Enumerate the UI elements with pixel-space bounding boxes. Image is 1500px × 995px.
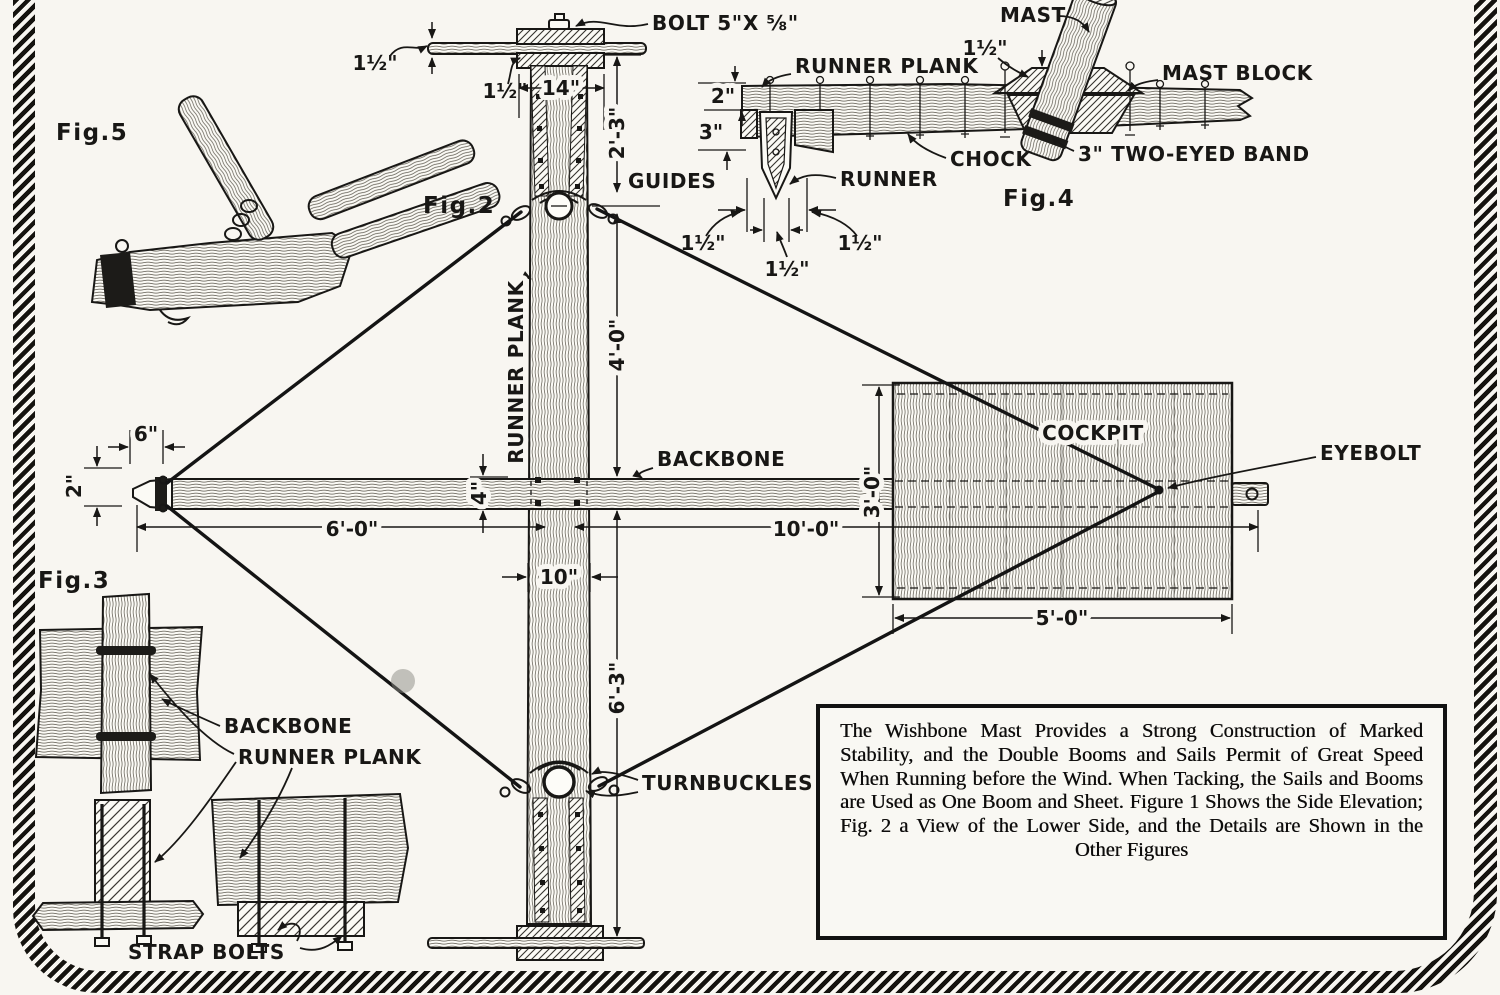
fig2-eyebolt-label: EYEBOLT (1320, 441, 1421, 465)
fig2-plan-view: BOLT 5"X ⅝" 1½" 1½" 14" 2'-3" GUIDES Fig… (62, 11, 1421, 961)
fig5-chain-links (224, 199, 258, 241)
fig2-turnbuckles-label: TURNBUCKLES (642, 771, 813, 795)
fig2-dim-2-3: 2'-3" (605, 107, 629, 160)
fig2-dim-5-0: 5'-0" (1036, 606, 1089, 630)
fig4-block-bolts (1000, 61, 1135, 138)
fig4-dim-half-mid: 1½" (764, 257, 809, 281)
fig4-dimensions (698, 66, 858, 258)
fig3-plank-strip (99, 592, 153, 795)
fig2-guides-label: GUIDES (628, 169, 716, 193)
fig2-nose-band (155, 477, 167, 511)
scan-smudge (391, 669, 415, 693)
fig5-boom-upper (307, 139, 476, 221)
fig4-mast-block-label: MAST BLOCK (1162, 61, 1314, 85)
fig3-label: Fig.3 (38, 568, 110, 594)
fig2-cockpit-seams (949, 385, 1175, 597)
fig3-wood-piece-right (210, 792, 410, 907)
fig3-thin-board (31, 899, 205, 932)
fig3-backbone-label: BACKBONE (224, 714, 352, 738)
fig2-dim-2: 2" (62, 474, 86, 498)
fig2-dim-4: 4" (467, 481, 491, 505)
fig2-cockpit-label: COCKPIT (1042, 421, 1144, 445)
fig5-hook (159, 309, 191, 326)
fig2-bolt-label: BOLT 5"X ⅝" (652, 11, 799, 35)
fig2-crossing-bolts (530, 477, 588, 507)
fig5-label: Fig.5 (56, 120, 128, 146)
fig2-turnbuckle-fitting (499, 760, 620, 799)
fig2-label: Fig.2 (423, 193, 495, 219)
fig2-dim-3-0: 3'-0" (860, 466, 884, 519)
fig3-bolts-right (251, 798, 353, 953)
fig4-blade-hole (772, 128, 780, 136)
fig5-boom-steep (177, 95, 275, 241)
fig2-eyebolt-knot (1154, 485, 1164, 495)
fig2-dim-half-clamp: 1½" (482, 79, 527, 103)
fig2-clamp-bolt-head (548, 19, 570, 30)
fig4-band-label: 3" TWO-EYED BAND (1078, 142, 1310, 166)
fig2-dim-6-3: 6'-3" (605, 662, 629, 715)
fig3-strap-bolts-label: STRAP BOLTS (128, 940, 285, 964)
fig2-clamp-top (516, 28, 605, 45)
fig4-dim-2in: 2" (711, 84, 735, 108)
caption-box: The Wishbone Mast Provides a Strong Cons… (816, 704, 1447, 940)
fig2-clamp-bolt-top (554, 13, 565, 21)
fig4-runner-blade-core (765, 117, 787, 190)
caption-text: The Wishbone Mast Provides a Strong Cons… (840, 720, 1423, 861)
fig4-dim-half-left: 1½" (680, 231, 725, 255)
fig2-backbone-label: BACKBONE (657, 447, 785, 471)
fig2-plank-hatch-bot-left (532, 797, 550, 923)
fig4-chock-label: CHOCK (950, 147, 1032, 171)
fig4-dim-half-right: 1½" (837, 231, 882, 255)
fig5-eye-ring (115, 239, 129, 253)
fig2-cockpit (891, 381, 1234, 601)
fig2-dim-half-bar: 1½" (352, 51, 397, 75)
fig2-dim-6: 6" (134, 422, 158, 446)
fig4-runner-label: RUNNER (840, 167, 938, 191)
fig2-backbone-tongue (1231, 482, 1269, 506)
fig2-runner-plank-label: RUNNER PLANK (504, 279, 528, 463)
fig4-chock-block (794, 109, 834, 154)
fig2-guy-cables (165, 207, 1164, 789)
fig3-bolts-left (94, 804, 152, 947)
fig2-plank-hatch-bot-right (568, 797, 586, 923)
fig3-strap-upper (96, 646, 156, 655)
fig2-dim-14: 14" (542, 76, 580, 100)
fig4-runner-plank-label: RUNNER PLANK (795, 54, 979, 78)
fig2-leaders (389, 18, 1317, 799)
fig4-band-upper (1028, 108, 1075, 133)
fig2-dim-10-0: 10'-0" (773, 517, 840, 541)
fig2-tongue-hole (1245, 487, 1259, 501)
fig2-guides-fitting (500, 190, 619, 227)
fig5-detail-drawing: Fig.5 (56, 95, 501, 326)
fig4-label: Fig.4 (1003, 186, 1075, 212)
fig2-nose-eye-top (158, 475, 168, 485)
fig4-dim-half-top: 1½" (962, 36, 1007, 60)
fig5-boom-lower (330, 181, 501, 259)
fig4-blade-hole2 (772, 148, 780, 156)
fig4-mast (1020, 0, 1117, 162)
fig4-leaders (761, 15, 1159, 185)
fig3-leaders (149, 673, 343, 951)
fig2-plank-screws (536, 94, 583, 913)
fig4-guide-block (740, 109, 758, 139)
fig2-dim-10: 10" (540, 565, 578, 589)
fig2-dimensions (84, 54, 1259, 937)
fig3-strap-lower (96, 732, 156, 741)
fig2-dim-4-0: 4'-0" (605, 319, 629, 372)
fig2-dim-6-0: 6'-0" (326, 517, 379, 541)
fig4-dim-3in: 3" (699, 120, 723, 144)
fig2-nose-eye-bottom (158, 503, 168, 513)
fig4-detail-drawing: MAST 1½" RUNNER PLANK MAST BLOCK 2" 3" C… (680, 0, 1313, 281)
fig5-ferrule-band (100, 252, 136, 308)
fig3-runner-plank-label: RUNNER PLANK (238, 745, 422, 769)
fig3-detail-drawing: Fig.3 BACKBONE RUNNER PLANK STRAP BOLTS (31, 568, 422, 964)
fig4-mast-label: MAST (1000, 3, 1066, 27)
fig2-bottom-bar (427, 937, 645, 949)
